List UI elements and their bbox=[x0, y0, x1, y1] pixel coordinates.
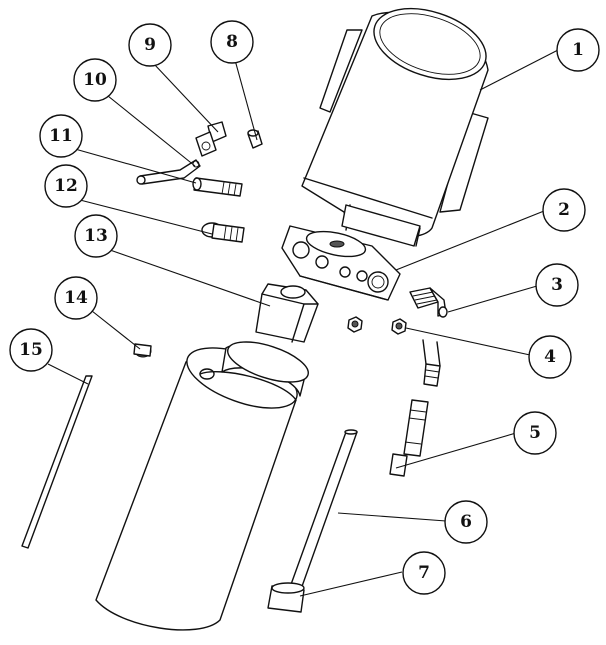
callout-label-3: 3 bbox=[551, 275, 563, 295]
callout-label-15: 15 bbox=[19, 340, 43, 360]
callout-label-6: 6 bbox=[460, 512, 472, 532]
callout-label-12: 12 bbox=[54, 176, 78, 196]
part-dipstick bbox=[21, 375, 93, 549]
part-filter bbox=[267, 582, 305, 613]
callout-label-10: 10 bbox=[83, 70, 107, 90]
callout-label-1: 1 bbox=[572, 40, 584, 60]
part-valve-stem bbox=[192, 177, 243, 197]
part-elbow-fitting bbox=[195, 121, 227, 157]
callout-9: 9 bbox=[128, 23, 172, 67]
callout-3: 3 bbox=[535, 263, 579, 307]
callout-7: 7 bbox=[402, 551, 446, 595]
callout-4: 4 bbox=[528, 335, 572, 379]
callout-label-2: 2 bbox=[558, 200, 570, 220]
part-valve-assembly bbox=[389, 339, 441, 477]
callout-12: 12 bbox=[44, 164, 88, 208]
part-coupler bbox=[255, 283, 319, 343]
part-handle bbox=[136, 159, 201, 185]
callout-11: 11 bbox=[39, 114, 83, 158]
part-manifold-block bbox=[281, 225, 401, 301]
callout-13: 13 bbox=[74, 214, 118, 258]
leader-lines bbox=[47, 49, 559, 597]
callout-10: 10 bbox=[73, 58, 117, 102]
callout-15: 15 bbox=[9, 328, 53, 372]
callout-label-4: 4 bbox=[544, 347, 556, 367]
part-nozzle-right bbox=[409, 287, 448, 318]
callout-1: 1 bbox=[556, 28, 600, 72]
callout-label-13: 13 bbox=[84, 226, 108, 246]
callout-6: 6 bbox=[444, 500, 488, 544]
callout-label-8: 8 bbox=[226, 32, 238, 52]
callout-label-9: 9 bbox=[144, 35, 156, 55]
callout-label-14: 14 bbox=[64, 288, 88, 308]
callout-label-7: 7 bbox=[418, 563, 430, 583]
part-reservoir-tank bbox=[95, 341, 309, 631]
part-bolt bbox=[201, 222, 245, 243]
part-motor bbox=[301, 7, 489, 247]
callout-label-5: 5 bbox=[529, 423, 541, 443]
callout-2: 2 bbox=[542, 188, 586, 232]
part-plugs bbox=[347, 316, 407, 335]
callout-8: 8 bbox=[210, 20, 254, 64]
callout-label-11: 11 bbox=[49, 126, 73, 146]
callout-5: 5 bbox=[513, 411, 557, 455]
part-suction-tube bbox=[288, 429, 358, 593]
callout-14: 14 bbox=[54, 276, 98, 320]
